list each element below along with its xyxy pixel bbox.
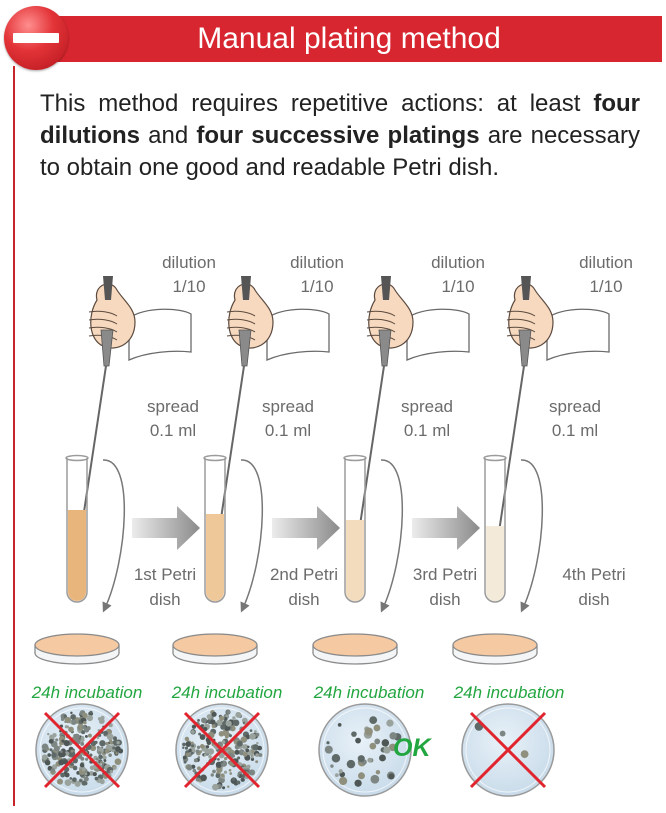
- dilution-label-3: dilution: [403, 252, 513, 274]
- coat-sleeve-icon: [129, 309, 191, 360]
- spread-label-1: spread: [118, 396, 228, 418]
- petri-dish-icon: [313, 634, 397, 656]
- transfer-arrow-3: [412, 506, 480, 550]
- petri-dish-icon: [173, 634, 257, 656]
- result-plate-1: [36, 704, 128, 796]
- pipette-body-icon: [239, 330, 251, 366]
- petri-dish-icon: [35, 634, 119, 656]
- transfer-arrow-1: [132, 506, 200, 550]
- coat-sleeve-icon: [407, 309, 469, 360]
- spread-arrow-icon: [521, 460, 542, 608]
- ok-label: OK: [393, 734, 431, 763]
- dish-label-1b: dish: [120, 589, 210, 611]
- petri-dish-icon: [453, 634, 537, 656]
- transfer-arrow-2: [272, 506, 340, 550]
- spread-label-2: spread: [233, 396, 343, 418]
- incubation-label-1: 24h incubation: [22, 683, 152, 703]
- spread-label-3: spread: [372, 396, 482, 418]
- volume-label-3: 0.1 ml: [372, 420, 482, 442]
- tube-liquid: [206, 514, 224, 601]
- dish-label-4a: 4th Petri: [544, 564, 644, 586]
- dilution-label-2: dilution: [262, 252, 372, 274]
- ratio-label-3: 1/10: [403, 276, 513, 298]
- ratio-label-1: 1/10: [134, 276, 244, 298]
- incubation-label-4: 24h incubation: [444, 683, 574, 703]
- ratio-label-2: 1/10: [262, 276, 372, 298]
- dish-label-3b: dish: [400, 589, 490, 611]
- dish-label-1a: 1st Petri: [120, 564, 210, 586]
- hand-icon: [91, 284, 135, 348]
- pipette-body-icon: [519, 330, 531, 366]
- pipette-body-icon: [101, 330, 113, 366]
- dilution-label-4: dilution: [551, 252, 661, 274]
- coat-sleeve-icon: [267, 309, 329, 360]
- tube-liquid: [68, 510, 86, 601]
- incubation-label-3: 24h incubation: [304, 683, 434, 703]
- volume-label-1: 0.1 ml: [118, 420, 228, 442]
- volume-label-2: 0.1 ml: [233, 420, 343, 442]
- pipette-body-icon: [379, 330, 391, 366]
- hand-icon: [509, 284, 553, 348]
- incubation-label-2: 24h incubation: [162, 683, 292, 703]
- dish-label-2b: dish: [259, 589, 349, 611]
- volume-label-4: 0.1 ml: [520, 420, 630, 442]
- dish-label-3a: 3rd Petri: [400, 564, 490, 586]
- dish-label-2a: 2nd Petri: [259, 564, 349, 586]
- coat-sleeve-icon: [547, 309, 609, 360]
- ratio-label-4: 1/10: [551, 276, 661, 298]
- dilution-label-1: dilution: [134, 252, 244, 274]
- result-plate-2: [176, 704, 268, 796]
- result-plate-4: [462, 704, 554, 796]
- spread-label-4: spread: [520, 396, 630, 418]
- dish-label-4b: dish: [544, 589, 644, 611]
